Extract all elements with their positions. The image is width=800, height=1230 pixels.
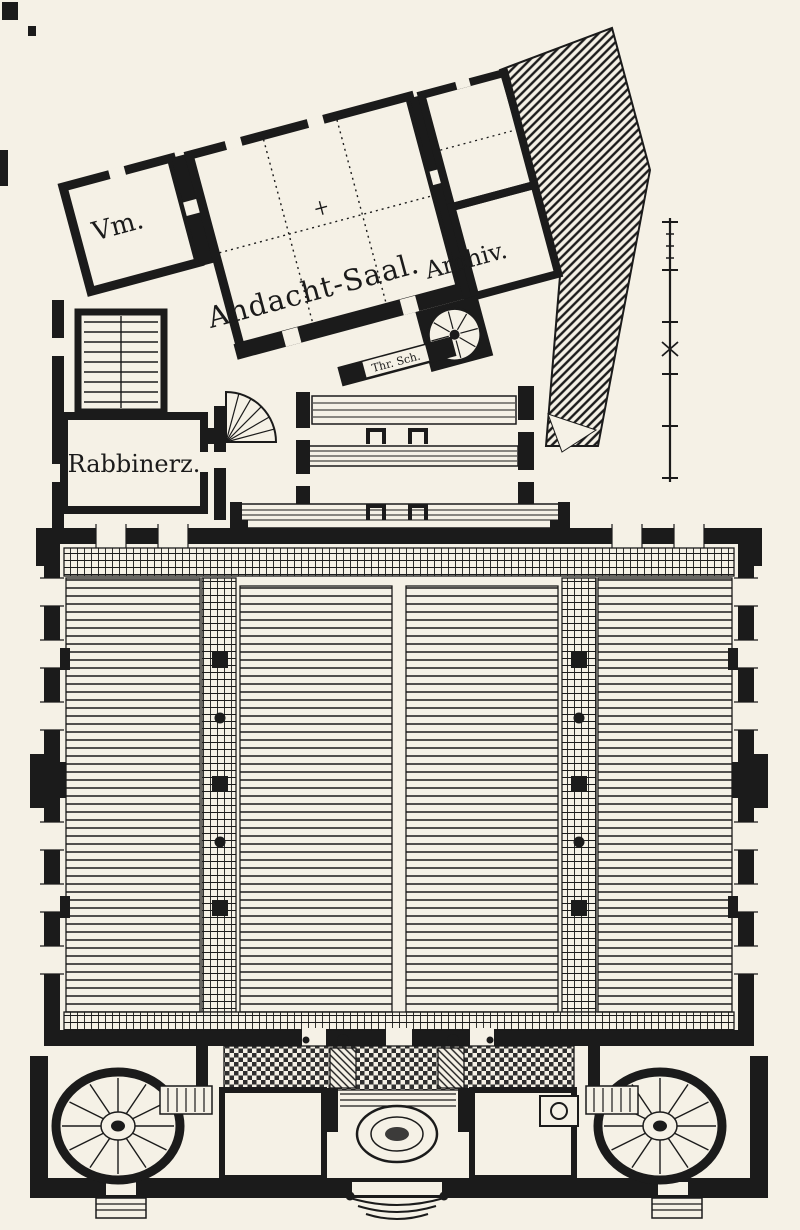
- porch-left: [95, 1197, 147, 1219]
- vestibule-columns: [302, 1034, 494, 1046]
- door-gap: [281, 327, 302, 347]
- bottom-aisle-band: [63, 1011, 735, 1031]
- left-colonnade-aisle: [201, 577, 237, 1013]
- ink-blemishes: [0, 2, 36, 186]
- neighbor-building-notch: [547, 413, 598, 453]
- pew-bank-center-right: [405, 585, 559, 1013]
- pier-hatch: [329, 1047, 357, 1089]
- pew-bank-left: [65, 577, 201, 1013]
- scale-bar: [661, 218, 679, 482]
- door-gap: [198, 452, 208, 472]
- corridor-wall: [214, 406, 226, 520]
- columns: [212, 652, 587, 916]
- wall-pilasters: [60, 648, 738, 918]
- tower-flight-left: [159, 1085, 213, 1115]
- vestibule-steps-lower: [305, 445, 519, 467]
- porch-right: [651, 1197, 703, 1219]
- room-archiv: [446, 180, 564, 301]
- side-room-right: [469, 1087, 577, 1181]
- top-aisle-band: [63, 547, 735, 577]
- south-vestibule: [30, 1034, 768, 1220]
- main-hall: [30, 520, 768, 1046]
- room-label-rabbinerz: Rabbinerz.: [68, 450, 201, 478]
- side-room-left: [219, 1087, 327, 1181]
- door-gap: [399, 295, 420, 316]
- main-entrance: [326, 1088, 470, 1220]
- pier-hatch: [437, 1047, 465, 1089]
- ne-ceiling-line: [440, 129, 516, 151]
- pew-bank-center-left: [239, 585, 393, 1013]
- vestibule-side-walls: [296, 386, 534, 510]
- annex-wing: [57, 67, 564, 372]
- vestibule-steps-upper: [311, 395, 517, 425]
- saal-center-mark: [315, 200, 328, 215]
- pew-bank-right: [597, 577, 733, 1013]
- right-colonnade-aisle: [561, 577, 597, 1013]
- north-wall-gaps: [108, 77, 471, 180]
- room-rabbinerz: [60, 412, 208, 514]
- checker-floor: [223, 1045, 575, 1091]
- fixture: [539, 1095, 579, 1127]
- hall-entry-wide-steps: [230, 502, 570, 530]
- tower-flight-right: [585, 1085, 639, 1115]
